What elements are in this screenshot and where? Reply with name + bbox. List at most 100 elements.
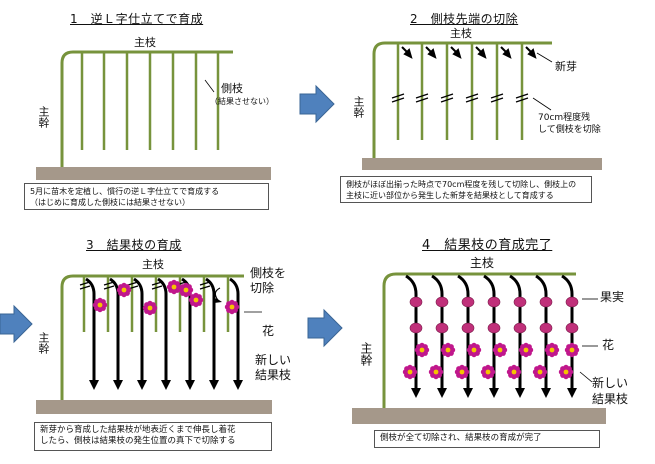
new-bud-pointer: [536, 52, 553, 63]
flower-icon: [564, 342, 580, 358]
flower-icon: [116, 282, 132, 298]
flower-icon: [480, 364, 496, 380]
flower-icon: [224, 299, 240, 315]
flower-icon: [558, 364, 574, 380]
side-branches: [396, 43, 524, 140]
side-branch-pointer: [204, 79, 215, 93]
flower-icon: [466, 342, 482, 358]
fruits: [409, 296, 579, 334]
panel-1-drawing: [36, 50, 271, 180]
flower-icon: [492, 342, 508, 358]
panel-4-caption: 側枝が全て切除され、結果枝の育成が完了: [374, 430, 600, 448]
trunk-main-branch: [60, 274, 244, 400]
panel-2-drawing: [362, 41, 602, 170]
soil: [352, 408, 606, 424]
main-branch-label: 主枝: [470, 256, 495, 270]
fruit-icon: [513, 296, 527, 308]
trunk-label: 主幹: [37, 332, 50, 354]
trunk-main-branch: [382, 272, 576, 408]
fruit-icon: [565, 322, 579, 334]
main-branch-label: 主枝: [142, 258, 164, 271]
cut-note-line: して側枝を切除: [538, 125, 601, 135]
fruiting-pointer: [579, 371, 593, 383]
arrowheads: [411, 388, 577, 398]
panel-2-caption: 側枝がほぼ出揃った時点で70cm程度を残して切除し、側枝上の 主枝に近い部位から…: [340, 176, 592, 203]
flower-icon: [518, 342, 534, 358]
cut-arrow: [214, 287, 221, 301]
caption-line: 新芽から育成した結果枝が地表近くまで伸長し着花: [40, 425, 236, 435]
cut-side-branches: [82, 276, 230, 332]
flower-icon: [506, 364, 522, 380]
flower-icon: [92, 297, 108, 313]
trunk-label: 主幹: [359, 342, 373, 366]
flower-icon: [188, 292, 204, 308]
panel-4: 4 結果枝の育成完了 主枝 主幹 果実 花 新しい 結果枝: [340, 232, 655, 464]
new-fruiting-line: 新しい: [255, 353, 292, 367]
panel-1-caption: 5月に苗木を定植し、慣行の逆Ｌ字仕立てで育成する （はじめに育成した側枝には結果…: [24, 183, 269, 210]
flower-icon: [178, 282, 194, 298]
new-bud-label: 新芽: [555, 60, 577, 73]
flower-label: 花: [602, 338, 615, 352]
fruiting-branches: [405, 274, 574, 390]
side-branches: [80, 52, 220, 150]
fruit-icon: [487, 322, 501, 334]
fruit-icon: [435, 296, 449, 308]
soil: [362, 158, 602, 170]
trunk-main-branch: [60, 50, 233, 167]
trunk-label: 主幹: [352, 96, 365, 118]
side-branch-label: 側枝: [221, 82, 243, 95]
flower-icon: [142, 300, 158, 316]
flower-icon: [532, 364, 548, 380]
flower-icon: [440, 342, 456, 358]
next-step-arrow-icon: [307, 308, 343, 348]
panel-3-caption: 新芽から育成した結果枝が地表近くまで伸長し着花 したら、側枝は結果枝の発生位置の…: [34, 422, 272, 451]
caption-line: 5月に苗木を定植し、慣行の逆Ｌ字仕立てで育成する: [30, 187, 220, 196]
flower-label: 花: [262, 324, 275, 338]
panel-2: 2 側枝先端の切除: [330, 0, 655, 225]
next-step-arrow-icon: [0, 304, 33, 344]
cut-pointer: [532, 97, 552, 111]
fruit-icon: [461, 296, 475, 308]
caption-line: したら、側枝は結果枝の発生位置の真下で切除する: [40, 436, 236, 446]
cut-arrow-head: [214, 298, 222, 303]
fruit-icon: [539, 296, 553, 308]
panel-3-drawing: [36, 274, 272, 414]
soil: [36, 400, 272, 414]
panel-2-title: 2 側枝先端の切除: [410, 12, 519, 26]
cut-side-line: 切除: [250, 281, 275, 295]
panel-3: 3 結果枝の育成: [0, 232, 310, 464]
panel-3-title: 3 結果枝の育成: [86, 238, 182, 252]
panel-1: 1 逆Ｌ字仕立てで育成 主枝 主幹 側枝 （結果させない） 5月に苗木を定植し、…: [0, 0, 300, 225]
fruit-icon: [409, 296, 423, 308]
flower-icon: [428, 364, 444, 380]
soil: [36, 167, 271, 180]
panel-1-title: 1 逆Ｌ字仕立てで育成: [70, 12, 204, 26]
new-bud-arrows: [401, 46, 537, 59]
cut-note-line: 70cm程度残: [538, 113, 591, 123]
fruit-label: 果実: [600, 290, 625, 304]
caption-line: （はじめに育成した側枝には結果させない）: [30, 198, 190, 207]
fruit-icon: [409, 322, 423, 334]
new-fruiting-line: 結果枝: [255, 368, 292, 382]
new-fruiting-line: 新しい: [592, 376, 629, 390]
flower-icon: [166, 279, 182, 295]
main-branch-label: 主枝: [134, 36, 156, 49]
fruit-icon: [513, 322, 527, 334]
flower-icon: [402, 364, 418, 380]
caption-line: 側枝が全て切除され、結果枝の育成が完了: [380, 433, 542, 443]
fruit-icon: [565, 296, 579, 308]
fruiting-branches: [85, 277, 240, 382]
flower-icon: [414, 342, 430, 358]
panel-4-title: 4 結果枝の育成完了: [422, 238, 553, 253]
flower-icon: [454, 364, 470, 380]
cut-marks: [391, 93, 529, 103]
caption-line: 主枝に近い部位から発生した新芽を結果枝として育成する: [346, 191, 554, 200]
trunk-label: 主幹: [37, 106, 50, 128]
fruit-icon: [461, 322, 475, 334]
flowers: [92, 279, 240, 316]
fruit-icon: [539, 322, 553, 334]
side-branch-note: （結果させない）: [210, 97, 274, 106]
flower-icon: [544, 342, 560, 358]
fruit-icon: [487, 296, 501, 308]
next-step-arrow-icon: [299, 84, 335, 124]
